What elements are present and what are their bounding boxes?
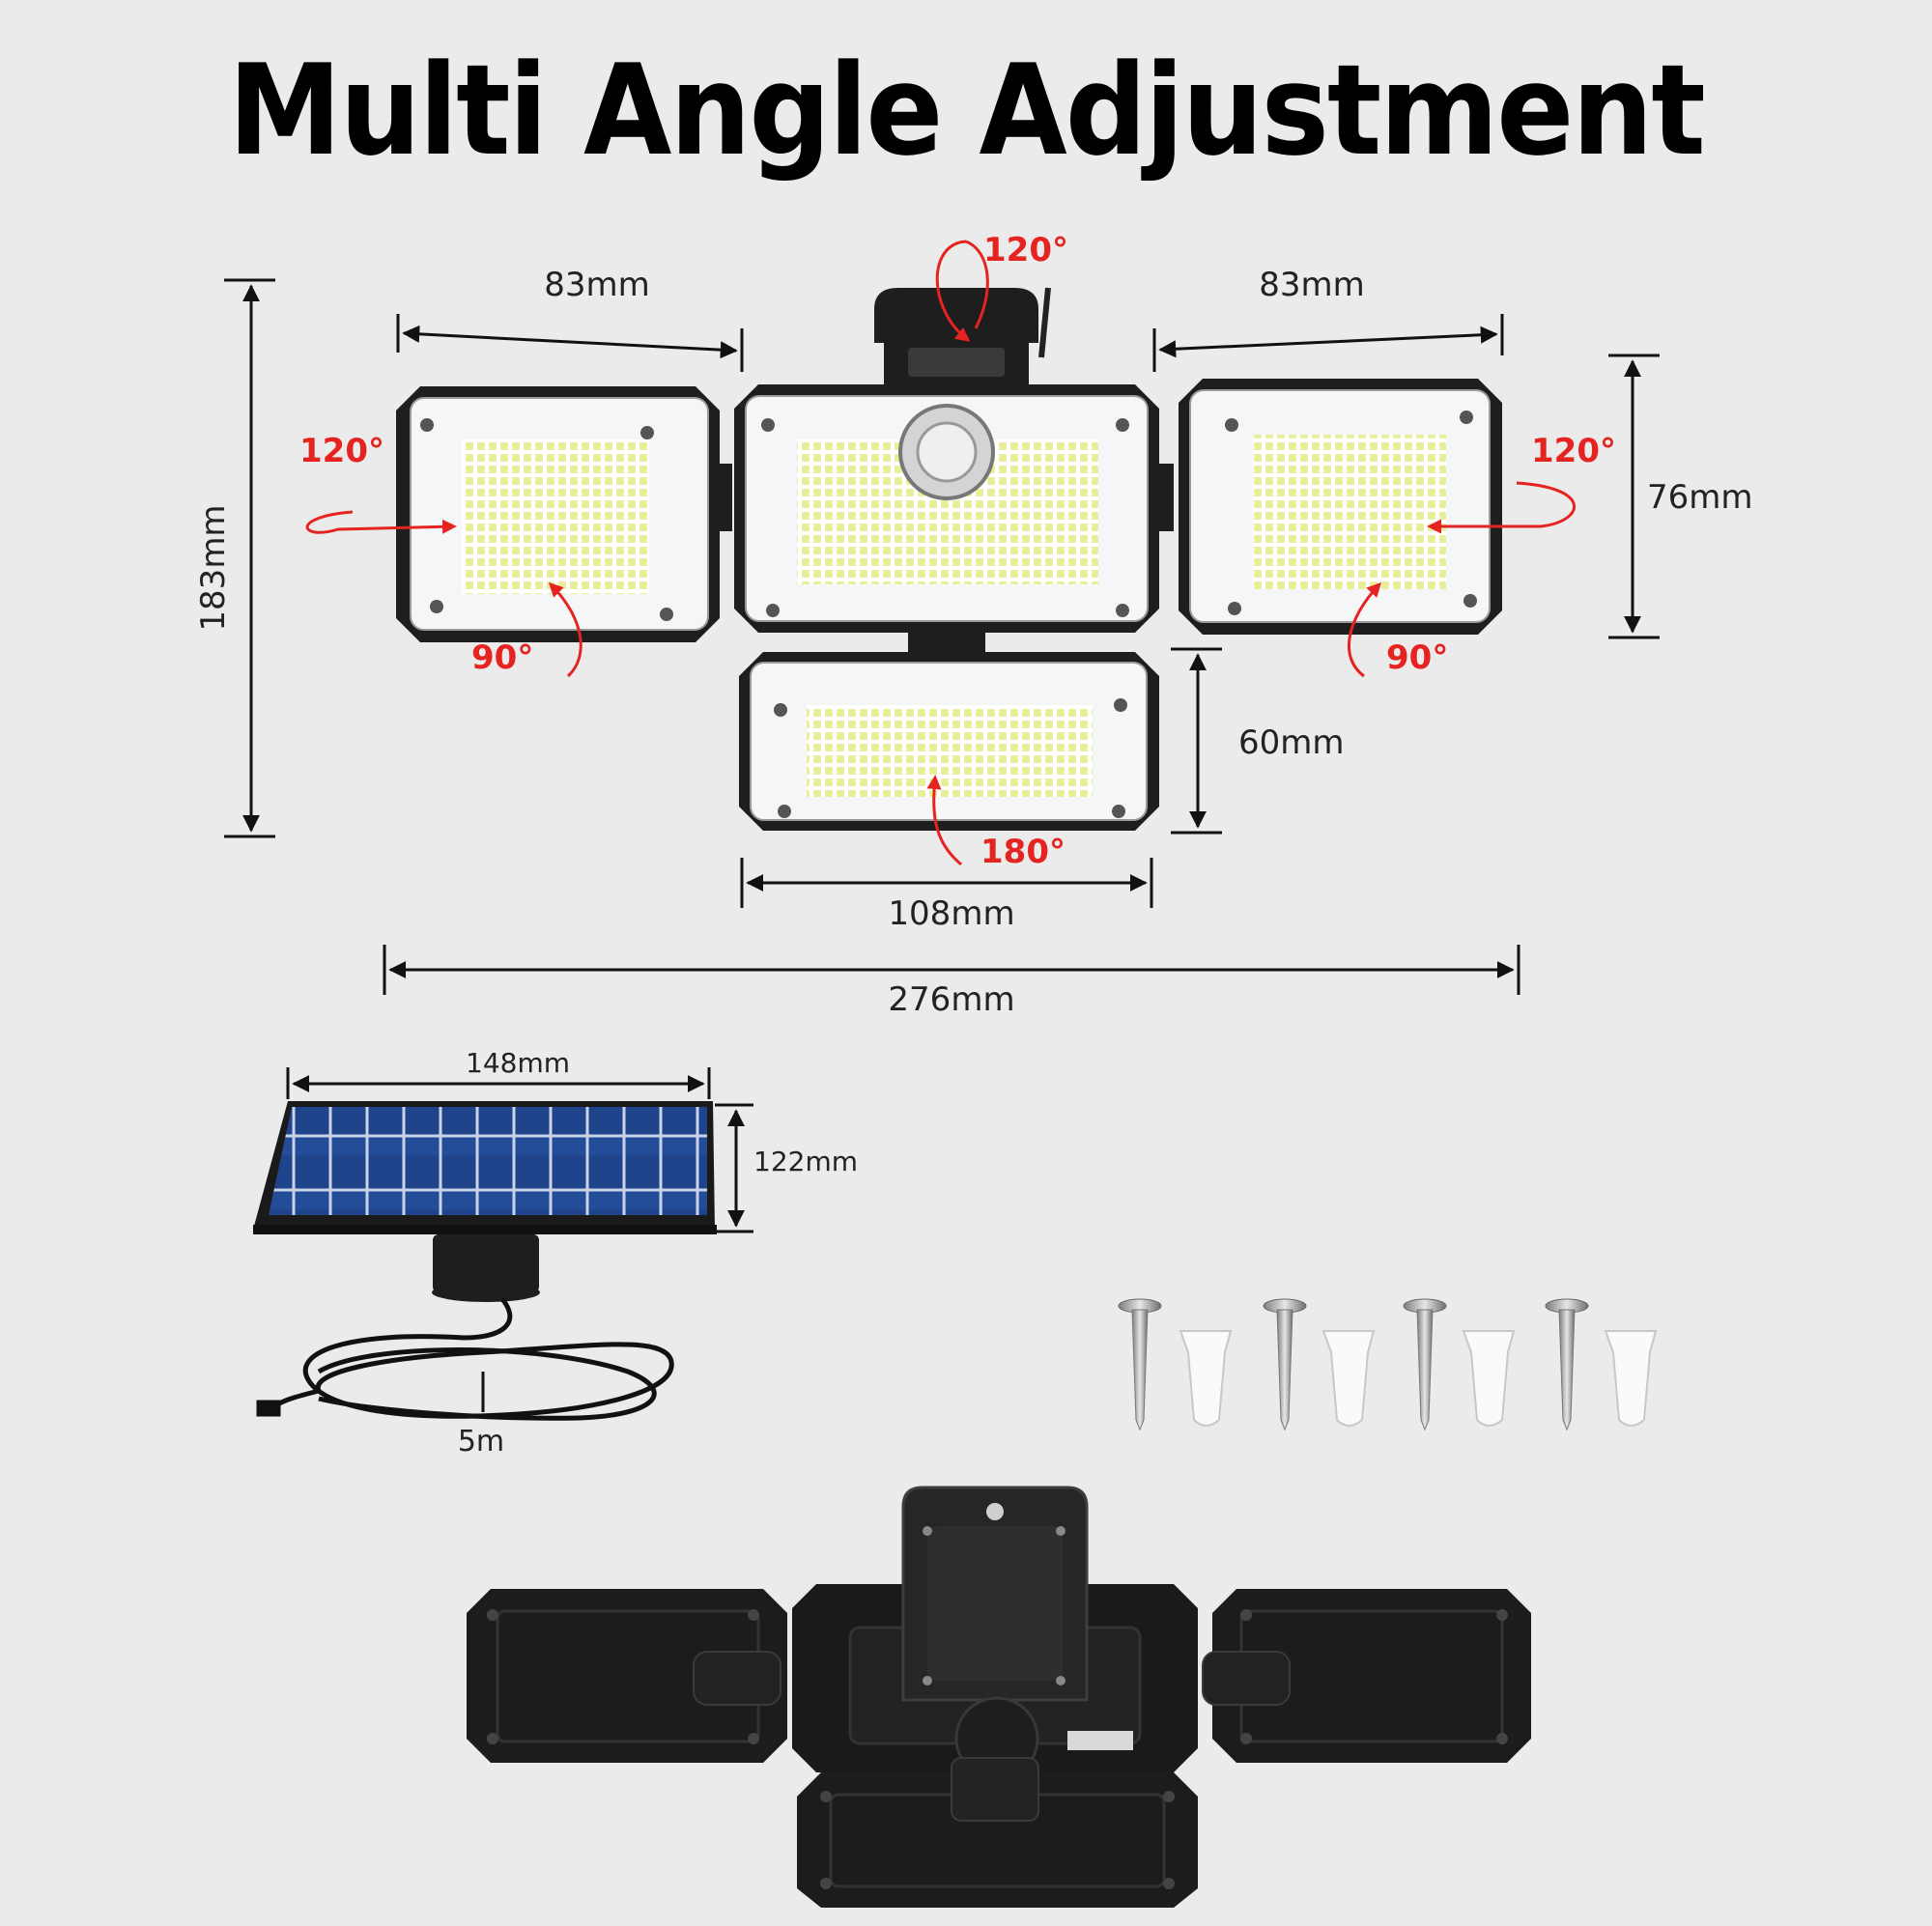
screw-4 bbox=[1545, 1298, 1589, 1431]
right-bottom-angle-label: 90° bbox=[1386, 638, 1448, 677]
screw-1 bbox=[1118, 1298, 1162, 1431]
cable-length-label: 5m bbox=[458, 1425, 504, 1459]
center-light-panel bbox=[734, 384, 1174, 652]
dimension-lines bbox=[224, 278, 1660, 995]
top-angle-label: 120° bbox=[983, 231, 1068, 269]
solar-width-label: 148mm bbox=[466, 1047, 570, 1079]
right-light-panel bbox=[1179, 379, 1502, 635]
solar-panel bbox=[253, 1101, 717, 1302]
solar-height-label: 122mm bbox=[753, 1146, 858, 1177]
left-width-label: 83mm bbox=[544, 266, 650, 304]
total-width-label: 276mm bbox=[888, 980, 1014, 1019]
rotation-arrows bbox=[305, 240, 1577, 866]
left-angle-label: 120° bbox=[299, 432, 384, 470]
bottom-angle-label: 180° bbox=[980, 833, 1065, 871]
bottom-width-label: 108mm bbox=[888, 894, 1014, 933]
wall-anchor-1 bbox=[1179, 1330, 1233, 1427]
right-width-label: 83mm bbox=[1259, 266, 1365, 304]
solar-dimension-lines bbox=[286, 1067, 753, 1233]
mount-bracket bbox=[874, 287, 1051, 384]
page-title: Multi Angle Adjustment bbox=[228, 37, 1705, 184]
right-angle-label: 120° bbox=[1531, 432, 1616, 470]
left-light-panel bbox=[396, 386, 732, 642]
side-height-label: 76mm bbox=[1647, 478, 1753, 517]
hardware-kit bbox=[1118, 1298, 1658, 1431]
light-rear-view bbox=[467, 1486, 1531, 1908]
bottom-height-label: 60mm bbox=[1238, 723, 1345, 762]
screw-2 bbox=[1263, 1298, 1307, 1431]
solar-cable bbox=[256, 1297, 674, 1421]
screw-3 bbox=[1403, 1298, 1447, 1431]
total-height-label: 183mm bbox=[194, 504, 233, 631]
wall-anchor-4 bbox=[1604, 1330, 1658, 1427]
left-bottom-angle-label: 90° bbox=[471, 638, 533, 677]
wall-anchor-2 bbox=[1321, 1330, 1376, 1427]
bottom-light-panel bbox=[739, 652, 1159, 831]
wall-anchor-3 bbox=[1462, 1330, 1516, 1427]
